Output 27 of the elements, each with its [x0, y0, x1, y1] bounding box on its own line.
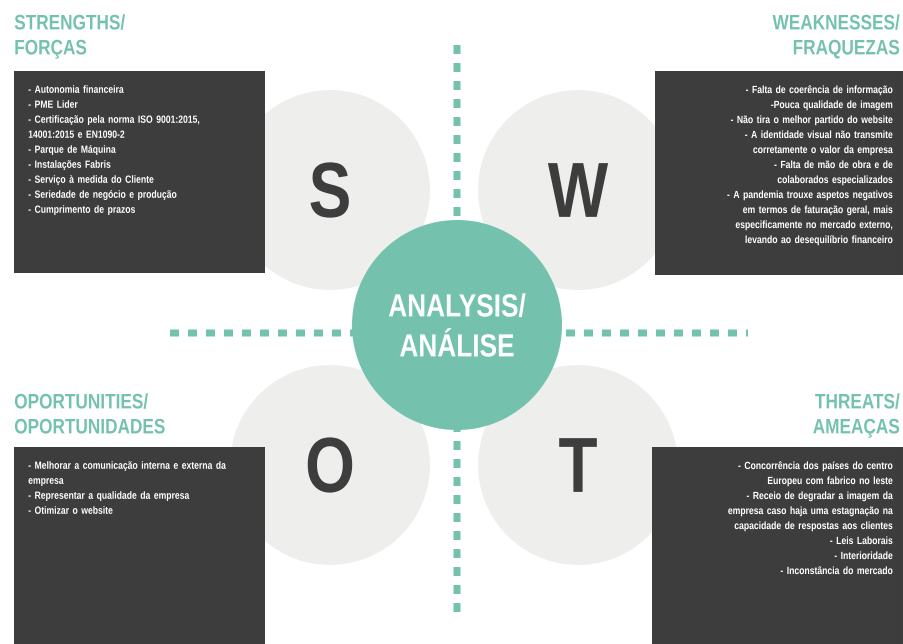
node-label: - Seriedade de negócio e produção — [28, 190, 176, 200]
node-label: - PME Lider — [28, 100, 78, 108]
text-panel: - Concorrência dos países do centro Europeu com fabrico no leste - Receio de degradar a imagem da empresa caso haja uma estagnação na capacidade de respostas aos clientes - Leis Laborais - Interioridade - Inconstância do mercado — [652, 447, 903, 644]
node-label: - Certificação pela norma ISO 9001:2015, 14001:2015 e EN1090-2 — [28, 115, 200, 138]
node-label: - Parque de Máquina — [28, 145, 116, 155]
node-label: - Serviço à medida do Cliente — [28, 175, 154, 185]
node-label: - Concorrência dos países do centro Europeu com fabrico no leste — [738, 461, 893, 486]
node-label: - Receio de degradar a imagem da empresa caso haja uma estagnação na capacidade de respostas aos clientes — [728, 491, 893, 532]
text-panel: - Autonomia financeira - PME Lider - Certificação pela norma ISO 9001:2015, 14001:2015 e EN1090-2 - Parque de Máquina - Instalações Fabris - Serviço à medida do Cliente - Seriedade de negócio e produção - Cumprimento de prazos — [14, 71, 265, 273]
node-label: - Autonomia financeira — [28, 85, 124, 93]
node-label: - Interioridade — [834, 551, 893, 560]
quadrant-heading: THREATS/ AMEAÇAS — [813, 393, 900, 438]
quadrant-heading: OPORTUNITIES/ OPORTUNIDADES — [14, 393, 165, 434]
quadrant-heading: WEAKNESSES/ FRAQUEZAS — [772, 14, 900, 59]
node-label: -Pouca qualidade de imagem — [771, 100, 892, 110]
text-panel: - Melhorar a comunicação interna e externa da empresa - Representar a qualidade da empresa - Otimizar o website — [14, 447, 265, 644]
node-label: - Cumprimento de prazos — [28, 205, 135, 215]
text-panel: - Falta de coerência de informação -Pouca qualidade de imagem - Não tira o melhor partido do website - A identidade visual não transmite corretamente o valor da empresa - Falta de mão de obra e de colaborados especializados - A pandemia trouxe aspetos negativos em termos de faturação geral, mais especificamente no mercado externo, levando ao desequilíbrio financeiro — [655, 71, 903, 275]
node-label: - Falta de coerência de informação — [746, 85, 892, 96]
quadrant-heading: STRENGTHS/ FORÇAS — [14, 14, 125, 59]
node-label: - A pandemia trouxe aspetos negativos em termos de faturação geral, mais especificamente no mercado externo, levando ao desequilíbrio financeiro — [727, 190, 892, 246]
node-label: - Instalações Fabris — [28, 160, 110, 170]
node-label: - Inconstância do mercado — [780, 566, 892, 574]
node-label: - A identidade visual não transmite corretamente o valor da empresa — [745, 130, 893, 156]
node-label: - Leis Laborais — [830, 536, 892, 544]
node-label: - Não tira o melhor partido do website — [730, 115, 893, 126]
node-label: - Falta de mão de obra e de colaborados especializados — [774, 160, 893, 186]
